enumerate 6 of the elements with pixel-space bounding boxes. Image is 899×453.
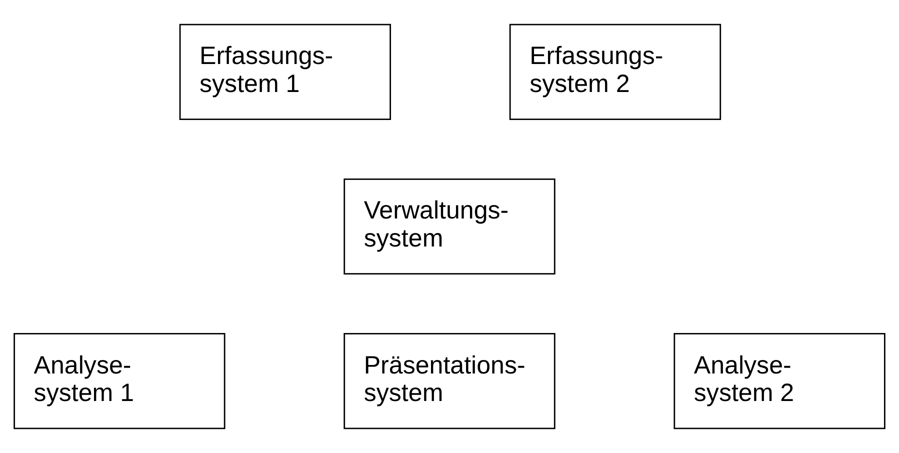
node-box: Verwaltungs- system [344, 178, 556, 275]
node-box: Analyse- system 1 [14, 333, 226, 430]
node-box: Präsentations- system [344, 333, 556, 430]
node-box: Erfassungs- system 2 [509, 24, 722, 120]
node-box: Analyse- system 2 [674, 333, 886, 430]
node-box: Erfassungs- system 1 [179, 24, 392, 120]
